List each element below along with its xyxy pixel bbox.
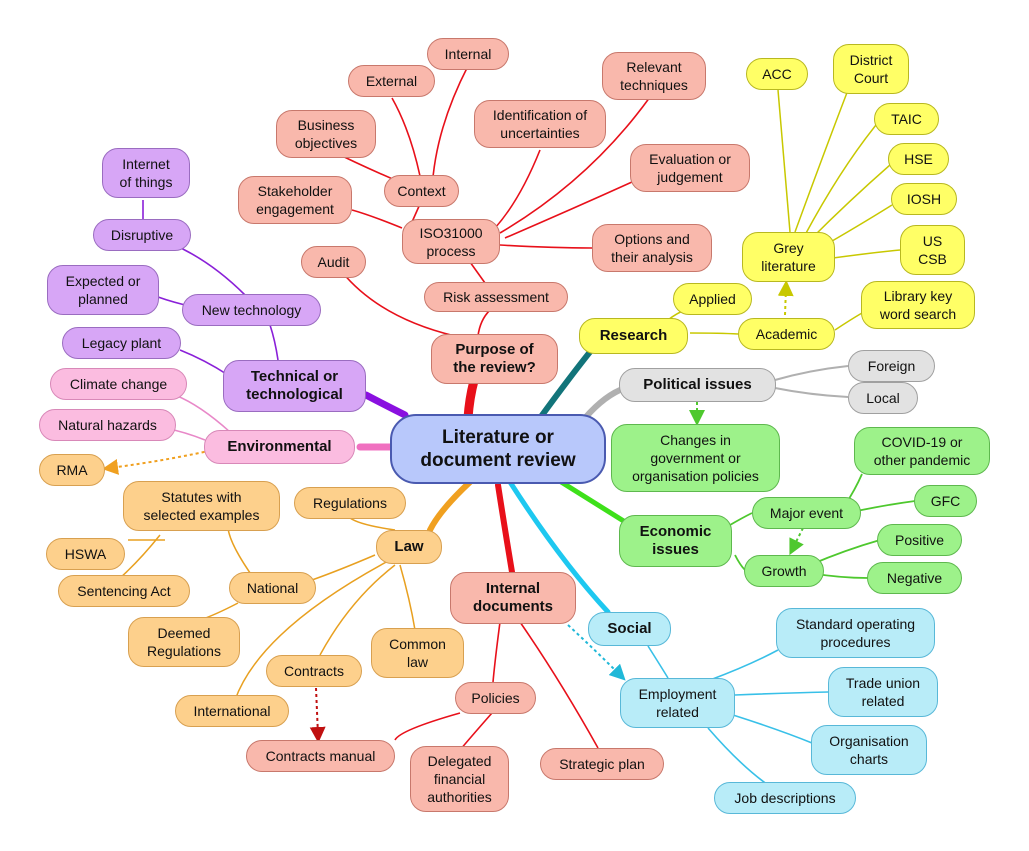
iosh-node[interactable]: IOSH [891,183,957,215]
district-court-node[interactable]: District Court [833,44,909,94]
environmental-node[interactable]: Environmental [204,430,355,464]
iot-node[interactable]: Internet of things [102,148,190,198]
job-descriptions-node[interactable]: Job descriptions [714,782,856,814]
natural-hazards-node[interactable]: Natural hazards [39,409,176,441]
sentencing-act-node[interactable]: Sentencing Act [58,575,190,607]
common-law-node[interactable]: Common law [371,628,464,678]
branch-internal [495,482,515,575]
contracts-dotted-arrow [309,687,326,743]
org-charts-node[interactable]: Organisation charts [811,725,927,775]
covid-node[interactable]: COVID-19 or other pandemic [854,427,990,475]
branch-technical [362,391,409,419]
identification-uncertainties-node[interactable]: Identification of uncertainties [474,100,606,148]
stakeholder-engagement-node[interactable]: Stakeholder engagement [238,176,352,224]
sop-node[interactable]: Standard operating procedures [776,608,935,658]
international-node[interactable]: International [175,695,289,727]
law-links [119,517,416,701]
hswa-node[interactable]: HSWA [46,538,125,570]
legacy-plant-node[interactable]: Legacy plant [62,327,181,359]
law-node[interactable]: Law [376,530,442,564]
negative-node[interactable]: Negative [867,562,962,594]
national-node[interactable]: National [229,572,316,604]
contracts-node[interactable]: Contracts [266,655,362,687]
iso-process-node[interactable]: ISO31000 process [402,219,500,264]
rma-node[interactable]: RMA [39,454,105,486]
center-node[interactable]: Literature or document review [390,414,606,484]
research-node[interactable]: Research [579,318,688,354]
deemed-regulations-node[interactable]: Deemed Regulations [128,617,240,667]
branch-law [427,479,473,533]
employment-node[interactable]: Employment related [620,678,735,728]
social-links [647,645,829,786]
taic-node[interactable]: TAIC [874,103,939,135]
business-objectives-node[interactable]: Business objectives [276,110,376,158]
climate-change-node[interactable]: Climate change [50,368,187,400]
social-node[interactable]: Social [588,612,671,646]
internal-node[interactable]: Internal [427,38,509,70]
options-analysis-node[interactable]: Options and their analysis [592,224,712,272]
political-links [774,365,849,398]
gfc-node[interactable]: GFC [914,485,977,517]
expected-planned-node[interactable]: Expected or planned [47,265,159,315]
branch-political [582,385,628,421]
strategic-plan-node[interactable]: Strategic plan [540,748,664,780]
economic-node[interactable]: Economic issues [619,515,732,567]
evaluation-judgement-node[interactable]: Evaluation or judgement [630,144,750,192]
library-search-node[interactable]: Library key word search [861,281,975,329]
grey-literature-node[interactable]: Grey literature [742,232,835,282]
local-node[interactable]: Local [848,382,918,414]
policy-changes-node[interactable]: Changes in government or organisation po… [611,424,780,492]
statutes-node[interactable]: Statutes with selected examples [123,481,280,531]
positive-node[interactable]: Positive [877,524,962,556]
contracts-manual-node[interactable]: Contracts manual [246,740,395,772]
economic-dotted-arrow [789,527,804,556]
rma-dotted-arrow [102,447,223,475]
technical-node[interactable]: Technical or technological [223,360,366,412]
research-dotted-arrow [777,280,794,316]
branch-social [507,479,611,615]
audit-node[interactable]: Audit [301,246,366,278]
relevant-techniques-node[interactable]: Relevant techniques [602,52,706,100]
us-csb-node[interactable]: US CSB [900,225,965,275]
internal-links [394,621,599,751]
external-node[interactable]: External [348,65,435,97]
regulations-node[interactable]: Regulations [294,487,406,519]
delegated-authorities-node[interactable]: Delegated financial authorities [410,746,509,812]
new-technology-node[interactable]: New technology [182,294,321,326]
hse-node[interactable]: HSE [888,143,949,175]
acc-node[interactable]: ACC [746,58,808,90]
political-node[interactable]: Political issues [619,368,776,402]
disruptive-node[interactable]: Disruptive [93,219,191,251]
academic-node[interactable]: Academic [738,318,835,350]
purpose-node[interactable]: Purpose of the review? [431,334,558,384]
foreign-node[interactable]: Foreign [848,350,935,382]
policies-node[interactable]: Policies [455,682,536,714]
context-node[interactable]: Context [384,175,459,207]
risk-assessment-node[interactable]: Risk assessment [424,282,568,312]
internal-documents-node[interactable]: Internal documents [450,572,576,624]
major-event-node[interactable]: Major event [752,497,861,529]
trade-union-node[interactable]: Trade union related [828,667,938,717]
growth-node[interactable]: Growth [744,555,824,587]
social-dotted-arrow [567,624,626,681]
applied-node[interactable]: Applied [673,283,752,315]
